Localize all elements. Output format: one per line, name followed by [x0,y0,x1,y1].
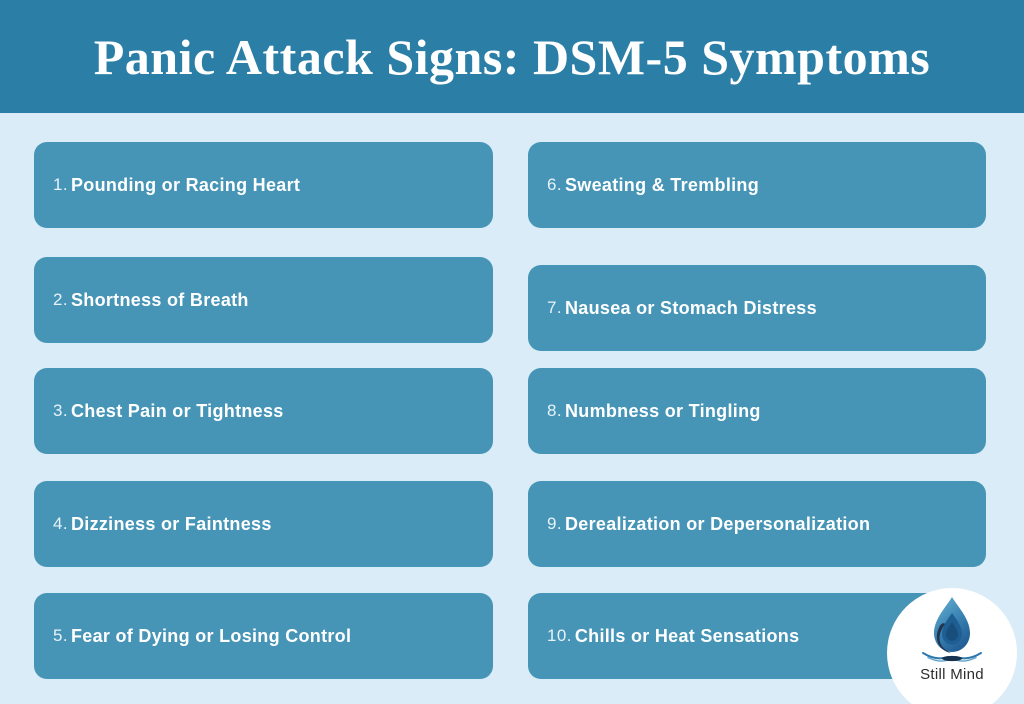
symptom-label: Dizziness or Faintness [70,513,272,534]
symptom-card-9: 9. Derealization or Depersonalization [528,481,986,567]
symptom-label: Fear of Dying or Losing Control [70,625,352,646]
logo-text: Still Mind [920,666,984,683]
symptom-card-1: 1. Pounding or Racing Heart [34,142,493,228]
symptom-number: 9. [547,514,562,533]
symptom-label: Pounding or Racing Heart [70,174,301,195]
header-banner: Panic Attack Signs: DSM-5 Symptoms [0,0,1024,113]
symptom-card-6: 6. Sweating & Trembling [528,142,986,228]
symptom-card-8: 8. Numbness or Tingling [528,368,986,454]
still-mind-logo: Still Mind [887,588,1017,704]
symptom-number: 2. [53,290,68,309]
symptom-card-5: 5. Fear of Dying or Losing Control [34,593,493,679]
symptom-card-2: 2. Shortness of Breath [34,257,493,343]
symptom-number: 4. [53,514,68,533]
symptom-label: Chills or Heat Sensations [574,625,800,646]
symptom-label: Derealization or Depersonalization [564,513,871,534]
symptom-label: Sweating & Trembling [564,174,760,195]
page-title: Panic Attack Signs: DSM-5 Symptoms [93,28,931,85]
symptom-number: 1. [53,175,68,194]
symptom-label: Nausea or Stomach Distress [564,297,817,318]
symptom-number: 3. [53,401,68,420]
water-drop-icon [922,597,982,662]
symptom-card-4: 4. Dizziness or Faintness [34,481,493,567]
symptom-card-7: 7. Nausea or Stomach Distress [528,265,986,351]
symptom-label: Numbness or Tingling [564,400,761,421]
symptom-label: Chest Pain or Tightness [70,400,284,421]
symptom-number: 8. [547,401,562,420]
symptom-number: 7. [547,298,562,317]
symptom-number: 5. [53,626,68,645]
symptom-label: Shortness of Breath [70,289,249,310]
symptom-number: 10. [547,626,572,645]
symptom-number: 6. [547,175,562,194]
symptom-card-3: 3. Chest Pain or Tightness [34,368,493,454]
